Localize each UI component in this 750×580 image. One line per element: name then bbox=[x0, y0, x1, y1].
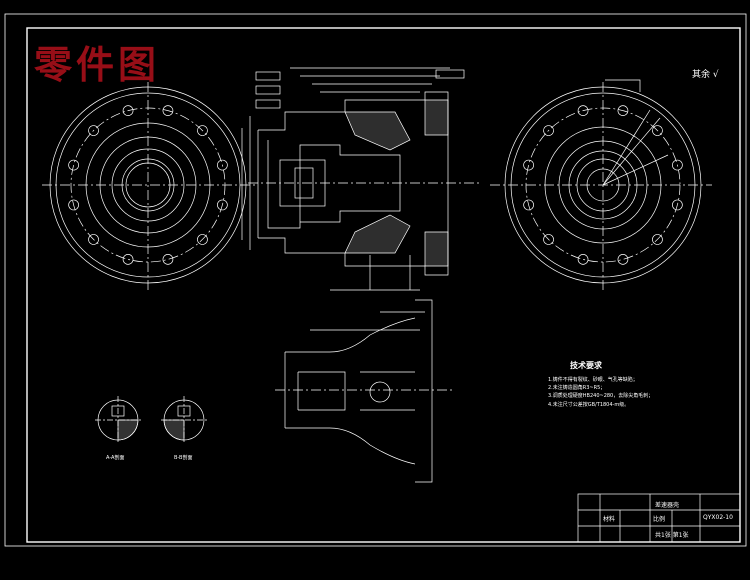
tech-requirements-notes: 1.铸件不得有裂纹、砂眼、气孔等缺陷； 2.未注铸造圆角R3~R5； 3.调质处… bbox=[548, 376, 653, 409]
bolt-hole bbox=[672, 159, 683, 171]
bolt-hole bbox=[523, 199, 534, 211]
note-1: 1.铸件不得有裂纹、砂眼、气孔等缺陷； bbox=[548, 377, 638, 383]
drawing-number: QYX02-10 bbox=[703, 514, 733, 521]
section-label-a: A-A剖面 bbox=[106, 455, 125, 461]
bolt-hole bbox=[68, 159, 79, 171]
bolt-hole bbox=[577, 105, 589, 116]
bolt-hole bbox=[197, 234, 208, 245]
bolt-hole bbox=[88, 234, 99, 245]
scale-label: 比例 bbox=[653, 516, 666, 523]
drawing-frame bbox=[26, 27, 741, 543]
bolt-hole bbox=[162, 105, 174, 116]
bolt-hole bbox=[162, 254, 174, 265]
bolt-hole bbox=[652, 125, 663, 136]
bolt-hole bbox=[652, 234, 663, 245]
bolt-hole bbox=[523, 159, 534, 171]
lower-detail-view bbox=[275, 299, 455, 483]
left-end-view bbox=[42, 82, 258, 290]
bolt-hole bbox=[617, 254, 629, 265]
bolt-hole bbox=[217, 159, 228, 171]
right-bolt-holes bbox=[523, 105, 683, 265]
part-name: 差速器壳 bbox=[655, 502, 680, 509]
left-bolt-holes bbox=[68, 105, 228, 265]
bolt-hole bbox=[68, 199, 79, 211]
roughness-check-icon: 其余 √ bbox=[692, 70, 719, 80]
note-2: 2.未注铸造圆角R3~R5； bbox=[548, 385, 606, 392]
bolt-hole bbox=[88, 125, 99, 136]
note-4: 4.未注尺寸公差按GB/T1804-m级。 bbox=[548, 401, 630, 408]
bolt-hole bbox=[122, 254, 134, 265]
bolt-hole bbox=[617, 105, 629, 116]
sheet-border bbox=[4, 13, 747, 547]
tech-requirements-title: 技术要求 bbox=[570, 361, 602, 370]
right-end-view bbox=[490, 79, 712, 292]
bolt-hole bbox=[577, 254, 589, 265]
bolt-hole bbox=[672, 199, 683, 211]
sheet-label: 共1张 第1张 bbox=[655, 532, 689, 539]
section-label-b: B-B剖面 bbox=[174, 455, 193, 461]
bolt-hole bbox=[122, 105, 134, 116]
center-section-view bbox=[241, 67, 482, 291]
section-details bbox=[95, 396, 207, 444]
bolt-hole bbox=[217, 199, 228, 211]
material-label: 材料 bbox=[603, 516, 616, 523]
bolt-hole bbox=[543, 125, 554, 136]
bolt-hole bbox=[543, 234, 554, 245]
watermark: 零件图 bbox=[34, 42, 161, 87]
bolt-hole bbox=[197, 125, 208, 136]
title-block bbox=[577, 493, 741, 543]
note-3: 3.调质处理硬度HB240~280，去除尖角毛刺； bbox=[548, 393, 654, 400]
